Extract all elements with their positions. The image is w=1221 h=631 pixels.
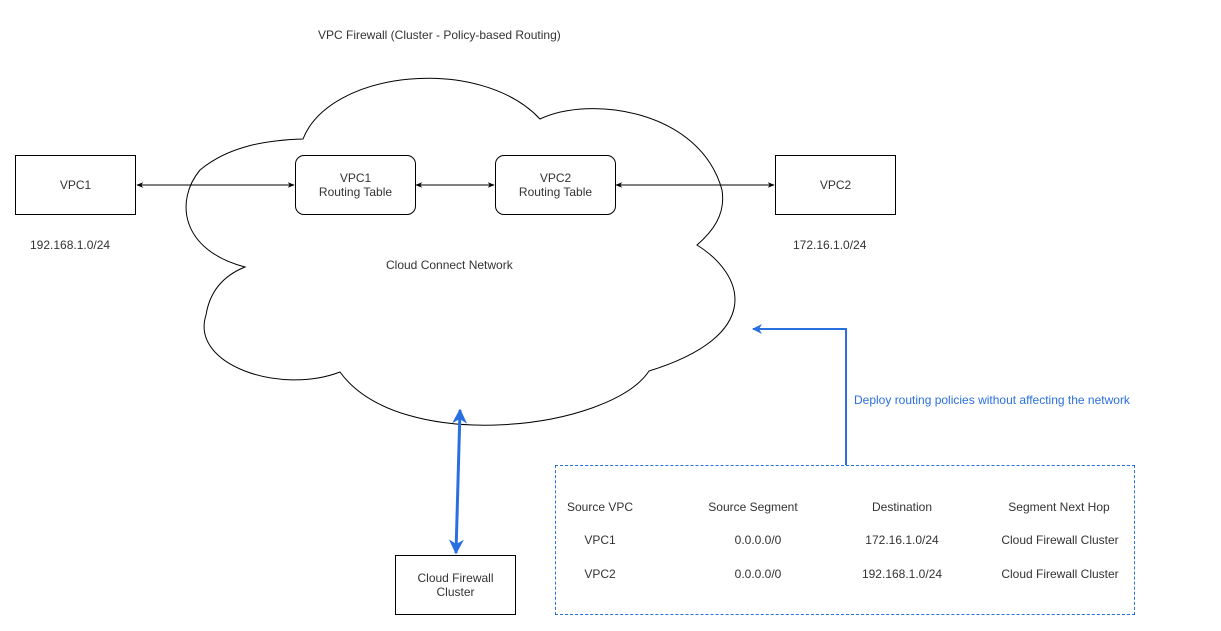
vpc2-rt-line1: VPC2 [539, 171, 572, 185]
policy-row-2-source-segment: 0.0.0.0/0 [734, 567, 782, 581]
policy-row-2-next-hop: Cloud Firewall Cluster [1001, 567, 1119, 581]
vpc2-routing-table-node[interactable]: VPC2 Routing Table [495, 155, 616, 215]
policy-header-source-vpc: Source VPC [566, 500, 634, 514]
vpc2-node[interactable]: VPC2 [775, 155, 896, 215]
policy-row-2-destination: 192.168.1.0/24 [861, 567, 943, 581]
policy-row-1-destination: 172.16.1.0/24 [865, 533, 939, 547]
vpc2-label: VPC2 [819, 178, 852, 192]
policy-row-1-source-segment: 0.0.0.0/0 [734, 533, 782, 547]
deploy-policy-annotation: Deploy routing policies without affectin… [854, 393, 1130, 407]
cloud-connect-network-label: Cloud Connect Network [386, 258, 513, 272]
policy-header-source-segment: Source Segment [708, 500, 798, 514]
link-cloud-firewall [448, 408, 468, 555]
policy-row-1-next-hop: Cloud Firewall Cluster [1001, 533, 1119, 547]
policy-row-2-source-vpc: VPC2 [584, 567, 616, 581]
vpc2-cidr: 172.16.1.0/24 [793, 238, 867, 252]
diagram-title: VPC Firewall (Cluster - Policy-based Rou… [318, 28, 561, 42]
vpc1-label: VPC1 [59, 178, 92, 192]
vpc1-cidr: 192.168.1.0/24 [30, 238, 111, 252]
policy-table [555, 465, 1135, 615]
policy-header-destination: Destination [871, 500, 933, 514]
cloud-firewall-cluster-node[interactable]: Cloud Firewall Cluster [395, 555, 516, 615]
policy-row-1-source-vpc: VPC1 [584, 533, 616, 547]
cloud-shape [185, 77, 736, 426]
vpc1-rt-line1: VPC1 [339, 171, 372, 185]
vpc2-rt-line2: Routing Table [518, 185, 593, 199]
vpc1-routing-table-node[interactable]: VPC1 Routing Table [295, 155, 416, 215]
policy-header-next-hop: Segment Next Hop [1008, 500, 1110, 514]
vpc1-node[interactable]: VPC1 [15, 155, 136, 215]
firewall-line1: Cloud Firewall [417, 571, 494, 585]
link-policy-to-cloud [752, 324, 847, 465]
vpc1-rt-line2: Routing Table [318, 185, 393, 199]
firewall-line2: Cluster [436, 585, 475, 599]
